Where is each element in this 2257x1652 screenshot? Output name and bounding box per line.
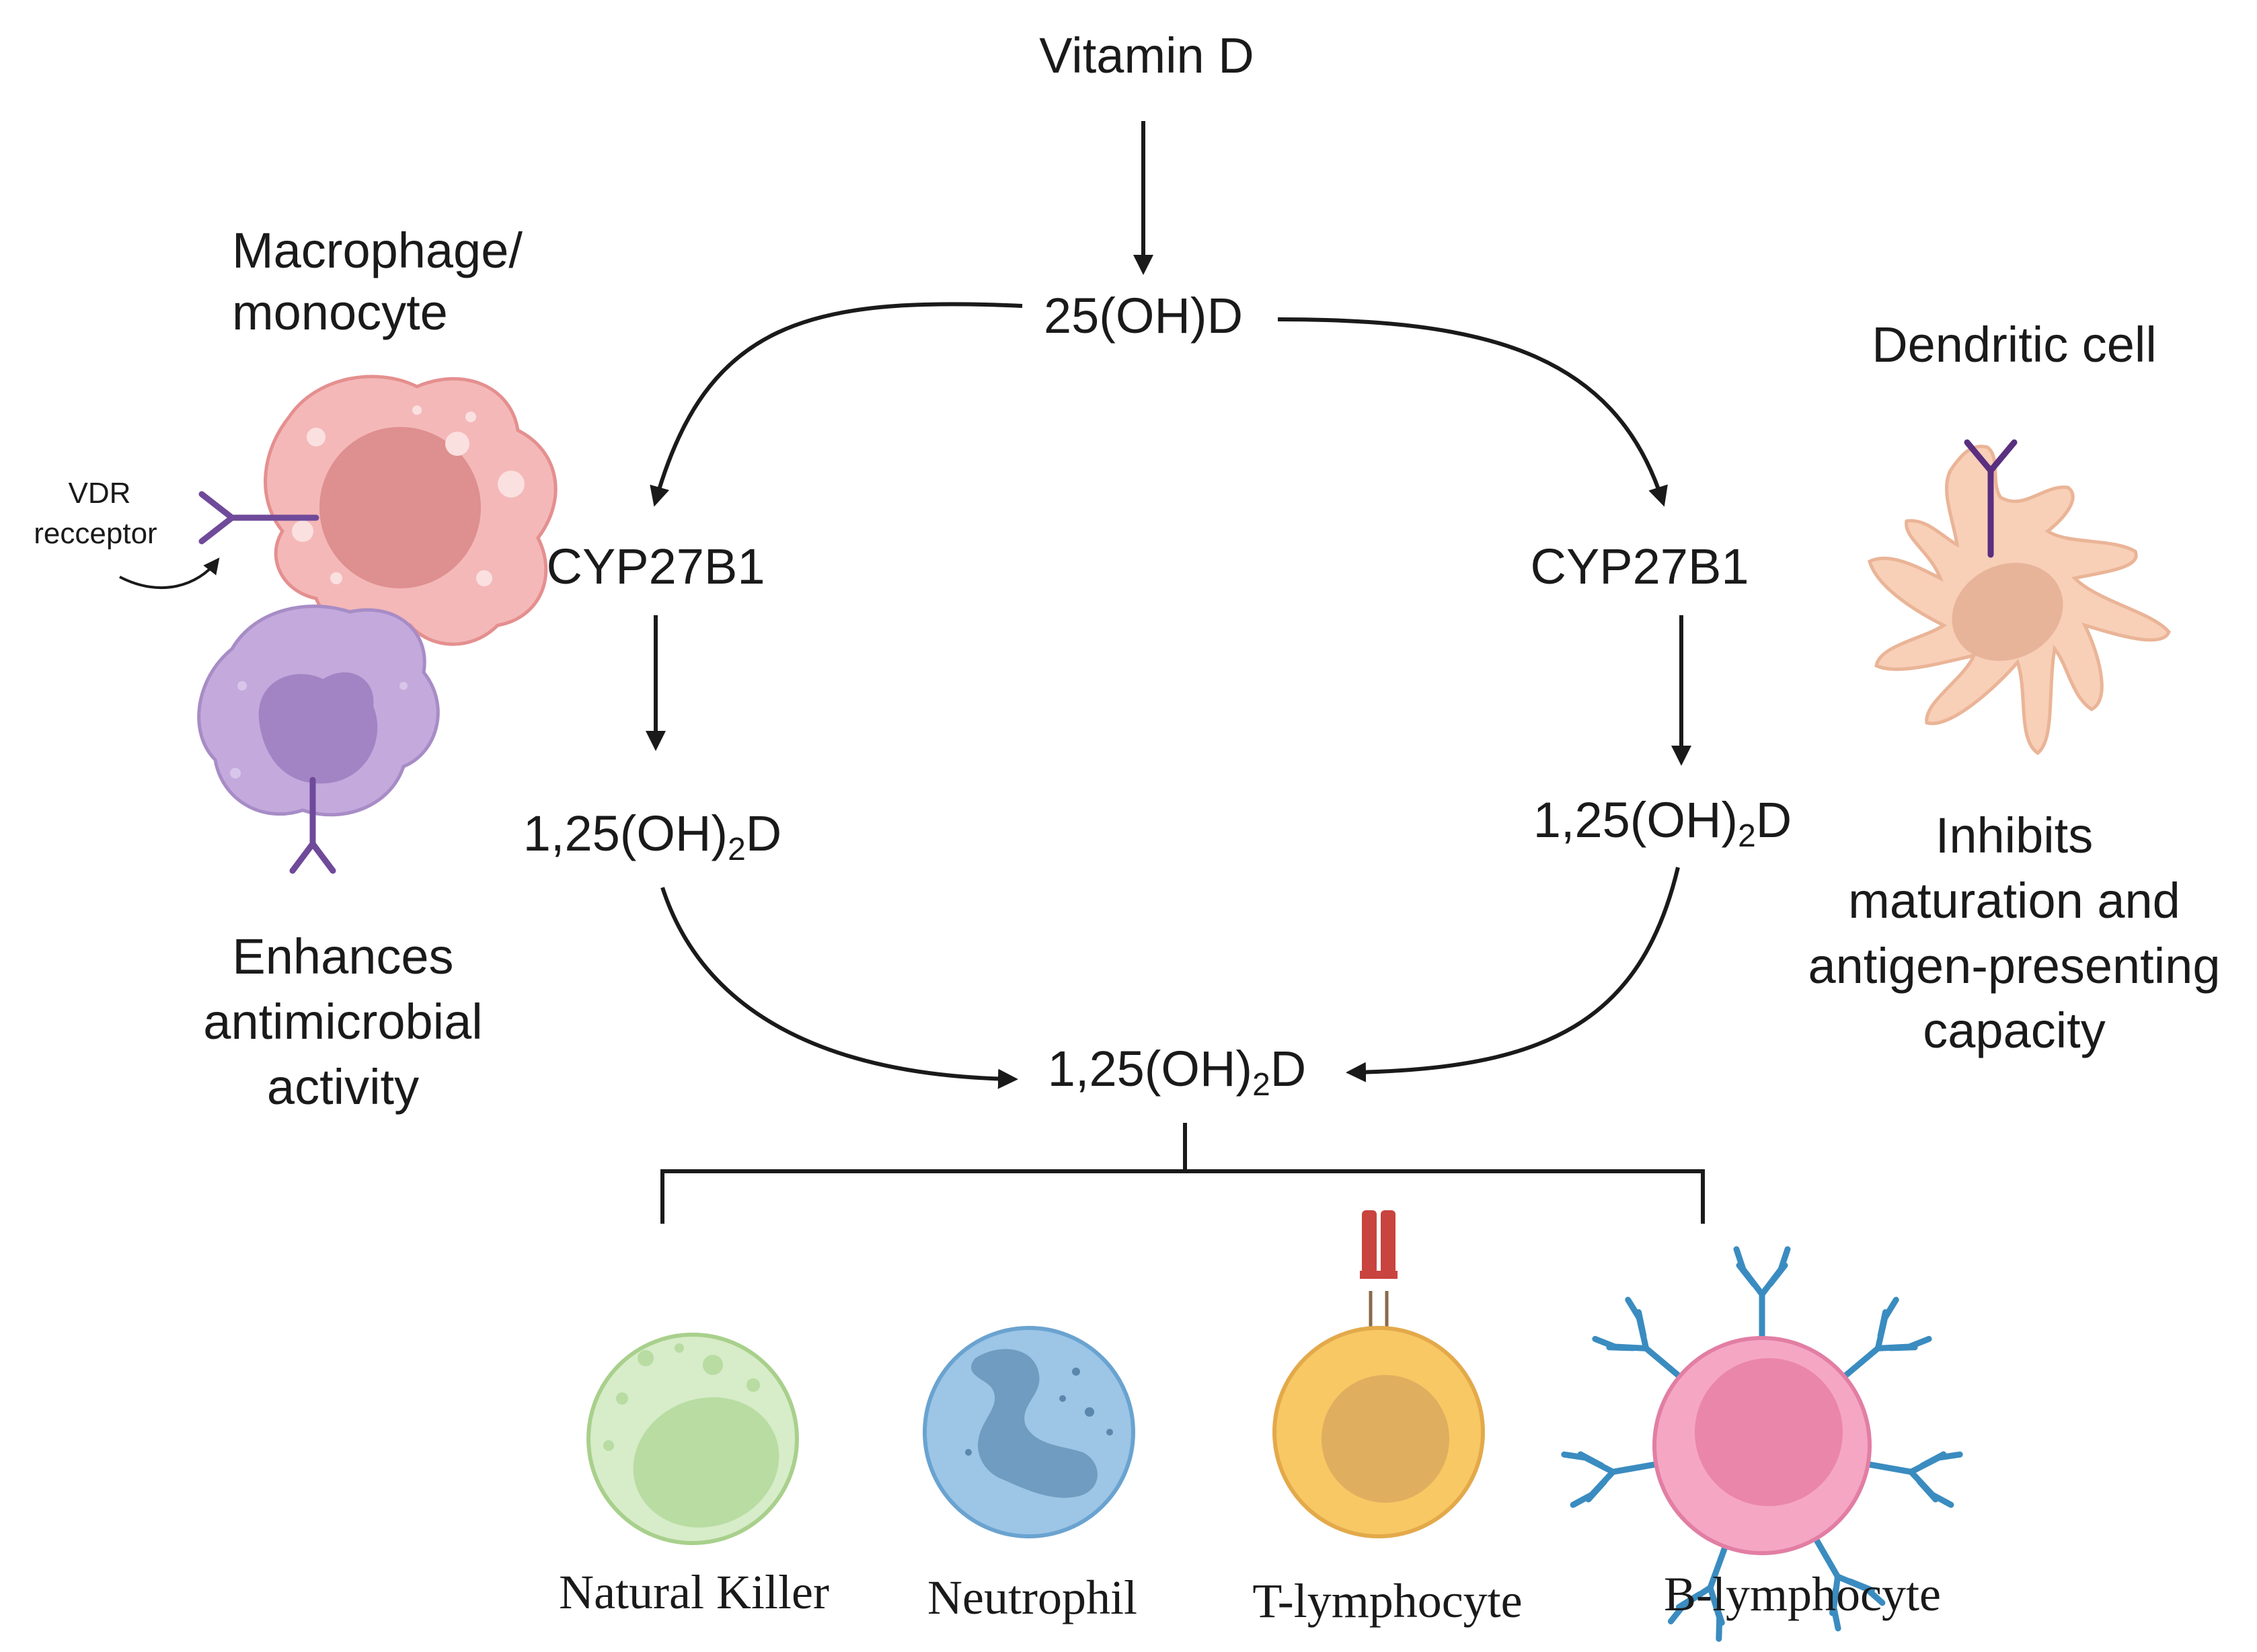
t-lymphocyte-cell-icon (1272, 1210, 1485, 1538)
neutrophil-label: Neutrophil (927, 1571, 1137, 1624)
macrophage-cell-icon (264, 375, 558, 646)
macrophage-title-line2: monocyte (232, 284, 448, 340)
calcitriol-right-prefix: 1,25(OH) (1533, 792, 1738, 848)
right-effect-line2: maturation and (1848, 873, 2180, 929)
antibody-icon-group (1561, 1246, 1963, 1642)
monocyte-cell-icon (197, 604, 440, 817)
neutrophil-cell-icon (923, 1326, 1135, 1538)
calcitriol-center-label: 1,25(OH)2D (1048, 1041, 1306, 1103)
dendritic-title: Dendritic cell (1872, 317, 2157, 372)
calcitriol-center-suffix: D (1270, 1041, 1306, 1097)
pathway-arrows (646, 121, 1691, 1089)
b-lymphocyte-label: B-lymphocyte (1664, 1567, 1941, 1621)
cell-bracket (660, 1123, 1705, 1224)
monocyte-receptor-icon (289, 777, 336, 874)
antibody-icon (1592, 1296, 1683, 1380)
arrow-25ohd-to-right-cyp (1277, 317, 1668, 507)
25ohd-label: 25(OH)D (1044, 288, 1243, 344)
calcitriol-right-label: 1,25(OH)2D (1533, 792, 1792, 854)
cyp27b1-left-label: CYP27B1 (547, 539, 765, 594)
calcitriol-center-prefix: 1,25(OH) (1048, 1041, 1252, 1097)
calcitriol-center-sub: 2 (1252, 1067, 1270, 1103)
antibody-icon (1865, 1451, 1963, 1508)
left-effect-line2: antimicrobial (203, 994, 482, 1050)
left-effect-line1: Enhances (232, 929, 453, 984)
calcitriol-right-sub: 2 (1738, 818, 1756, 854)
right-effect-line4: capacity (1923, 1002, 2105, 1058)
calcitriol-left-label: 1,25(OH)2D (523, 805, 781, 867)
arrow-25ohd-to-left-cyp (650, 302, 1023, 507)
left-effect-line3: activity (267, 1059, 419, 1115)
antibody-icon (1841, 1296, 1932, 1380)
right-effect-line1: Inhibits (1936, 808, 2093, 863)
t-lymphocyte-label: T-lymphocyte (1252, 1574, 1522, 1628)
antibody-icon (1733, 1246, 1791, 1341)
vitamin-d-label: Vitamin D (1039, 28, 1254, 83)
arrow-left-product-to-center (660, 887, 1018, 1089)
b-lymphocyte-cell-icon (1561, 1246, 1963, 1642)
calcitriol-left-suffix: D (746, 805, 781, 861)
arrow-right-product-to-center (1346, 867, 1680, 1083)
antibody-icon (1812, 1536, 1886, 1632)
vdr-pointer-arrow (119, 557, 220, 590)
vdr-receptor-icon (198, 491, 319, 545)
calcitriol-right-suffix: D (1756, 792, 1792, 848)
antibody-icon (1561, 1451, 1659, 1508)
cyp27b1-right-label: CYP27B1 (1531, 539, 1749, 594)
natural-killer-cell-icon (586, 1333, 799, 1545)
antibody-icon (1667, 1543, 1728, 1642)
dendritic-cell-icon (1868, 439, 2171, 756)
right-effect-line3: antigen-presenting (1808, 938, 2221, 994)
natural-killer-label: Natural Killer (559, 1565, 829, 1619)
calcitriol-left-sub: 2 (728, 832, 746, 867)
vdr-label-line2: recceptor (34, 517, 157, 550)
macrophage-title-line1: Macrophage/ (232, 223, 523, 278)
vdr-label-line1: VDR (69, 477, 131, 510)
calcitriol-left-prefix: 1,25(OH) (523, 805, 728, 861)
